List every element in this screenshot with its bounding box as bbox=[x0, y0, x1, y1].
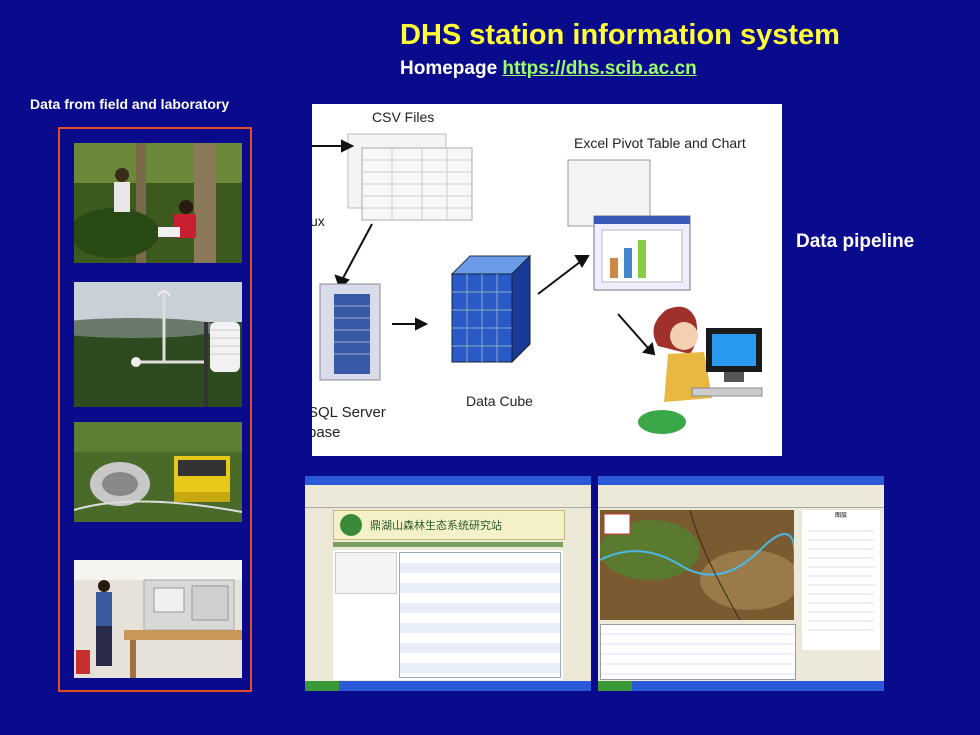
site-logo-icon bbox=[340, 514, 362, 536]
field-survey-photo bbox=[74, 143, 242, 263]
laboratory-photo bbox=[74, 560, 242, 678]
slide-title: DHS station information system bbox=[400, 19, 840, 51]
excel-label: Excel Pivot Table and Chart bbox=[574, 135, 746, 151]
data-cube-icon bbox=[450, 254, 532, 364]
site-banner: 鼎湖山森林生态系统研究站 bbox=[333, 510, 565, 540]
csv-label: CSV Files bbox=[372, 109, 434, 125]
taskbar bbox=[598, 681, 884, 691]
layer-panel: 图层 bbox=[802, 510, 880, 650]
browser-toolbar bbox=[305, 485, 591, 508]
homepage-line: Homepage https://dhs.scib.ac.cn bbox=[400, 57, 697, 81]
start-button[interactable] bbox=[305, 681, 339, 691]
field-instrument-photo bbox=[74, 422, 242, 522]
website-screenshot-map: 图层 bbox=[598, 476, 884, 691]
user-at-computer-icon bbox=[638, 306, 763, 434]
sql-label-2: base bbox=[312, 424, 341, 441]
homepage-link[interactable]: https://dhs.scib.ac.cn bbox=[502, 58, 697, 79]
website-screenshot-table: 鼎湖山森林生态系统研究站 bbox=[305, 476, 591, 691]
browser-toolbar bbox=[598, 485, 884, 508]
cube-label: Data Cube bbox=[466, 393, 533, 409]
results-table bbox=[600, 624, 796, 680]
layer-list[interactable] bbox=[808, 523, 874, 633]
window-titlebar bbox=[305, 476, 591, 485]
field-caption: Data from field and laboratory bbox=[30, 96, 230, 112]
photo-frame bbox=[58, 127, 252, 692]
ux-label: ux bbox=[312, 213, 325, 229]
data-table bbox=[399, 552, 561, 678]
site-banner-title: 鼎湖山森林生态系统研究站 bbox=[370, 519, 502, 532]
terrain-map[interactable] bbox=[600, 510, 794, 620]
sql-label: SQL Server bbox=[312, 404, 386, 421]
data-pipeline-diagram: CSV Files ux Excel Pivot Table and Chart… bbox=[312, 104, 782, 456]
start-button[interactable] bbox=[598, 681, 632, 691]
pivot-chart-icon bbox=[567, 159, 691, 291]
arrow-icon bbox=[312, 139, 656, 356]
window-titlebar bbox=[598, 476, 884, 485]
server-icon bbox=[319, 283, 381, 381]
weather-station-photo bbox=[74, 282, 242, 407]
homepage-label: Homepage bbox=[400, 58, 498, 79]
pipeline-label: Data pipeline bbox=[796, 231, 915, 252]
csv-files-icon bbox=[347, 133, 473, 221]
layer-panel-title: 图层 bbox=[834, 512, 847, 519]
site-content bbox=[333, 550, 563, 680]
taskbar bbox=[305, 681, 591, 691]
